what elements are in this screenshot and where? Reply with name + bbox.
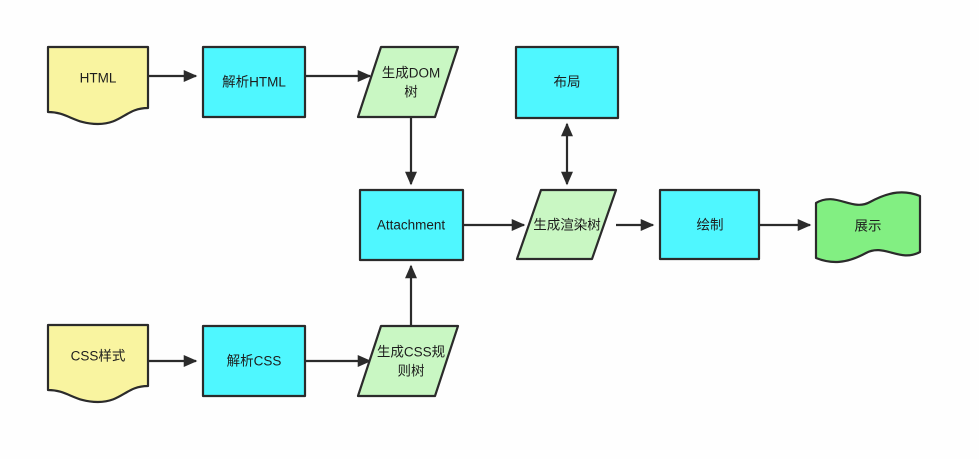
node-layout[interactable]: 布局 [514, 45, 620, 120]
process-shape [201, 45, 307, 119]
parallelogram-shape [356, 45, 460, 119]
node-build-cssom-tree[interactable]: 生成CSS规 则树 [356, 324, 460, 398]
document-shape [46, 323, 150, 404]
parallelogram-shape [356, 324, 460, 398]
node-css-source[interactable]: CSS样式 [46, 323, 150, 404]
node-parse-css[interactable]: 解析CSS [201, 324, 307, 398]
node-paint[interactable]: 绘制 [658, 188, 761, 261]
node-html-source[interactable]: HTML [46, 45, 150, 126]
node-parse-html[interactable]: 解析HTML [201, 45, 307, 119]
process-shape [514, 45, 620, 120]
node-build-render-tree[interactable]: 生成渲染树 [515, 188, 618, 261]
node-display[interactable]: 展示 [814, 191, 922, 264]
process-shape [658, 188, 761, 261]
edges-layer [149, 69, 812, 368]
nodes-layer: HTML 解析HTML 生成DOM 树 布局 Attachment [46, 45, 922, 404]
document-shape [46, 45, 150, 126]
node-attachment[interactable]: Attachment [358, 188, 465, 262]
process-shape [358, 188, 465, 262]
wave-shape [814, 191, 922, 264]
node-build-dom-tree[interactable]: 生成DOM 树 [356, 45, 460, 119]
process-shape [201, 324, 307, 398]
parallelogram-shape [515, 188, 618, 261]
